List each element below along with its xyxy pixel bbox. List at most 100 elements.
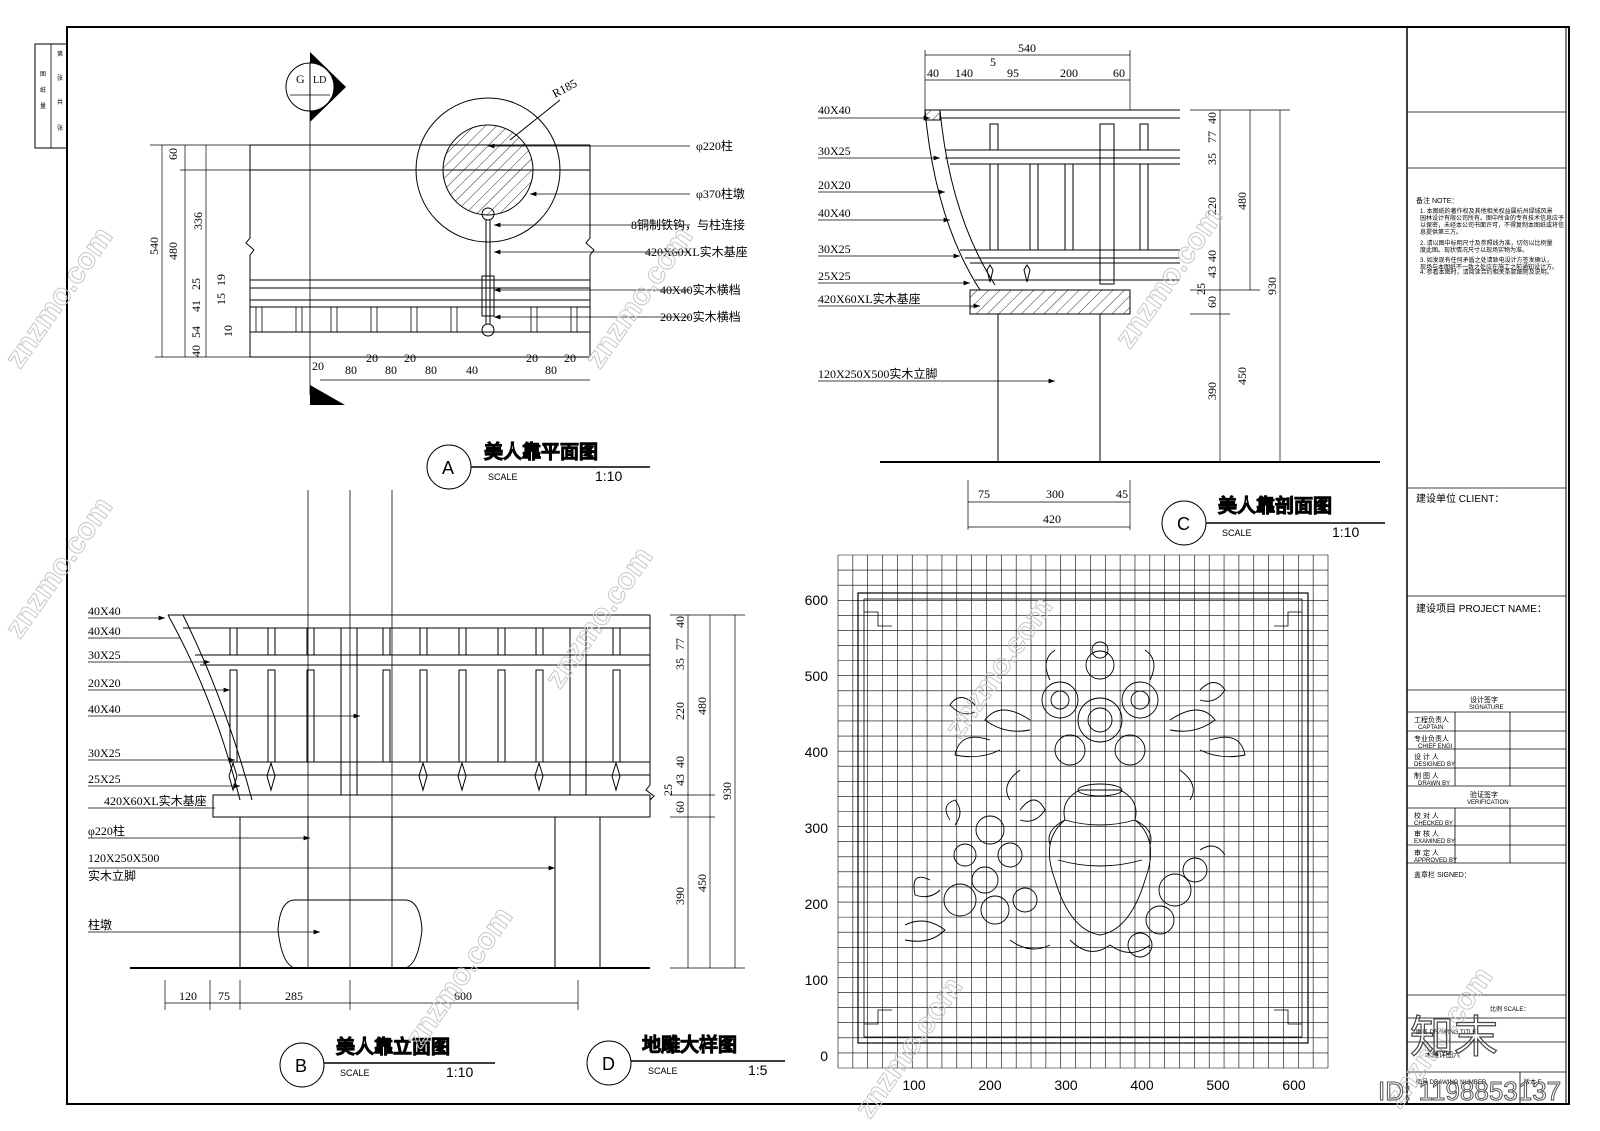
elevation-bdim-3: 600	[454, 989, 472, 1003]
elevation-rdim-11: 930	[720, 782, 734, 800]
plan-bdim-5: 80	[425, 363, 437, 377]
section-top-dim-0: 540	[1018, 41, 1036, 55]
carving-frame	[857, 592, 1309, 1044]
plan-dim-41: 41	[189, 300, 203, 312]
carving-y-tick: 600	[805, 592, 829, 608]
section-top-dim-4: 95	[1007, 66, 1019, 80]
watermark-text-1: znzmo.com	[579, 221, 700, 374]
note-heading: 备注 NOTE：	[1416, 196, 1458, 205]
side-label-6: 量	[40, 103, 46, 110]
section-scale-value: 1:10	[1332, 524, 1359, 540]
plan-dim-540: 540	[147, 237, 161, 255]
elevation-right-dimension-text: 40 77 35 220 40 43 25 60 390 480 450 930	[661, 616, 734, 905]
section-top-dim-1: 40	[927, 66, 939, 80]
section-rdim-4: 40	[1205, 250, 1219, 262]
signature-sub: SIGNATURE	[1469, 705, 1504, 711]
verify-row-1-en: EXAMINED BY	[1414, 839, 1455, 845]
sign-row-0-cn: 工程负责人	[1414, 715, 1449, 724]
sign-row-2-en: DESIGNED BY	[1414, 762, 1455, 768]
side-label-4: 图	[40, 71, 46, 78]
plan-view-drawing	[245, 97, 595, 395]
plan-bdim-3: 80	[385, 363, 397, 377]
plan-bdim-0: 20	[312, 359, 324, 373]
plan-callout-3: 420X60XL实木基座	[645, 244, 748, 259]
carving-x-tick: 100	[902, 1077, 926, 1093]
plan-dim-54: 54	[189, 326, 203, 338]
watermark-text-3: znzmo.com	[0, 491, 119, 644]
verify-row-2-cn: 审 定 人	[1414, 848, 1439, 857]
carving-x-tick: 500	[1206, 1077, 1230, 1093]
carving-x-tick: 600	[1282, 1077, 1306, 1093]
carving-y-tick: 0	[820, 1048, 828, 1064]
carving-view-title-block: D 地雕大样图 SCALE 1:5	[586, 1033, 785, 1086]
elevation-callout-10: 实木立脚	[88, 868, 136, 883]
plan-bdim-7: 20	[526, 351, 538, 365]
note-1: 2. 请以图中标明尺寸及参照线为准，切勿以比例量度此图。现状情况尺寸以现场实物为…	[1420, 239, 1553, 254]
plan-left-dimension-lines	[150, 144, 250, 358]
plan-bdim-9: 20	[564, 351, 576, 365]
section-bottom-dimension-text: 75 300 45 420	[978, 487, 1128, 526]
elevation-rdim-1: 77	[673, 638, 687, 650]
plan-dim-336: 336	[191, 212, 205, 230]
carving-title: 地雕大样图	[642, 1033, 737, 1056]
project-label: 建设项目 PROJECT NAME：	[1416, 602, 1547, 615]
section-rdim-10: 390	[1205, 382, 1219, 400]
section-view-title-block: C 美人靠剖面图 SCALE 1:10	[1161, 494, 1385, 546]
plan-callout-1: φ370柱墩	[696, 186, 745, 201]
carving-marker: D	[602, 1054, 615, 1074]
elevation-rdim-0: 40	[673, 616, 687, 628]
title-block	[1407, 111, 1566, 1104]
elevation-callout-8: φ220柱	[88, 823, 125, 838]
section-rdim-9: 930	[1265, 277, 1279, 295]
drawing-number-cell: 图号 DRAWING NUMBER	[1416, 1079, 1487, 1086]
side-label-0: 第	[57, 50, 63, 58]
elevation-callout-6: 25X25	[88, 772, 121, 786]
plan-view-title-block: A 美人靠平面图 SCALE 1:10	[426, 440, 650, 490]
side-label-1: 张	[57, 74, 63, 82]
plan-callouts	[488, 143, 690, 320]
elevation-callout-5: 30X25	[88, 746, 121, 760]
carving-y-tick: 300	[805, 820, 829, 836]
elevation-callout-7: 420X60XL实木基座	[104, 793, 207, 808]
section-title: 美人靠剖面图	[1218, 494, 1332, 517]
section-callout-lines	[818, 115, 1055, 384]
watermark-id: ID: 1198853137	[1378, 1076, 1561, 1106]
verify-row-0-cn: 校 对 人	[1414, 811, 1439, 820]
section-rdim-1: 77	[1205, 131, 1219, 143]
plan-dim-15: 15	[214, 293, 228, 305]
sign-row-3-en: DRAWN BY	[1418, 781, 1450, 787]
section-top-dimension-text: 540 40 140 5 95 200 60	[927, 41, 1125, 80]
plan-scale-label: SCALE	[488, 472, 518, 482]
plan-dim-60: 60	[166, 148, 180, 160]
section-callout-2: 20X20	[818, 178, 851, 192]
plan-bdim-6: 40	[466, 363, 478, 377]
elevation-scale-label: SCALE	[340, 1068, 370, 1078]
section-callout-5: 25X25	[818, 269, 851, 283]
plan-bdim-1: 80	[345, 363, 357, 377]
carving-x-tick: 400	[1130, 1077, 1154, 1093]
verify-row-0-en: CHECKED BY	[1414, 821, 1453, 827]
section-rdim-2: 35	[1205, 153, 1219, 165]
section-callout-1: 30X25	[818, 144, 851, 158]
plan-index-g: G	[296, 72, 305, 86]
elevation-callout-3: 20X20	[88, 676, 121, 690]
plan-marker: A	[442, 458, 454, 478]
plan-scale-value: 1:10	[595, 468, 622, 484]
elevation-bottom-dimension-text: 120 75 285 600	[179, 989, 472, 1003]
plan-callout-4: 40X40实木横档	[660, 282, 741, 297]
elevation-rdim-5: 43	[673, 774, 687, 786]
side-label-2: 共	[57, 98, 63, 106]
section-rdim-7: 60	[1205, 296, 1219, 308]
plan-bdim-4: 20	[404, 351, 416, 365]
plan-bottom-dimension-text: 20 80 20 80 20 80 40 20 80 20	[312, 351, 576, 377]
section-top-dim-6: 60	[1113, 66, 1125, 80]
plan-callout-5: 20X20实木横档	[660, 309, 741, 324]
section-top-dim-3: 5	[990, 55, 996, 69]
sign-row-0-en: CAPTAIN	[1418, 725, 1444, 731]
elevation-bdim-1: 75	[218, 989, 230, 1003]
sign-row-1-en: CHIEF ENGI	[1418, 744, 1453, 750]
carving-flower-vase-motif	[904, 641, 1246, 958]
